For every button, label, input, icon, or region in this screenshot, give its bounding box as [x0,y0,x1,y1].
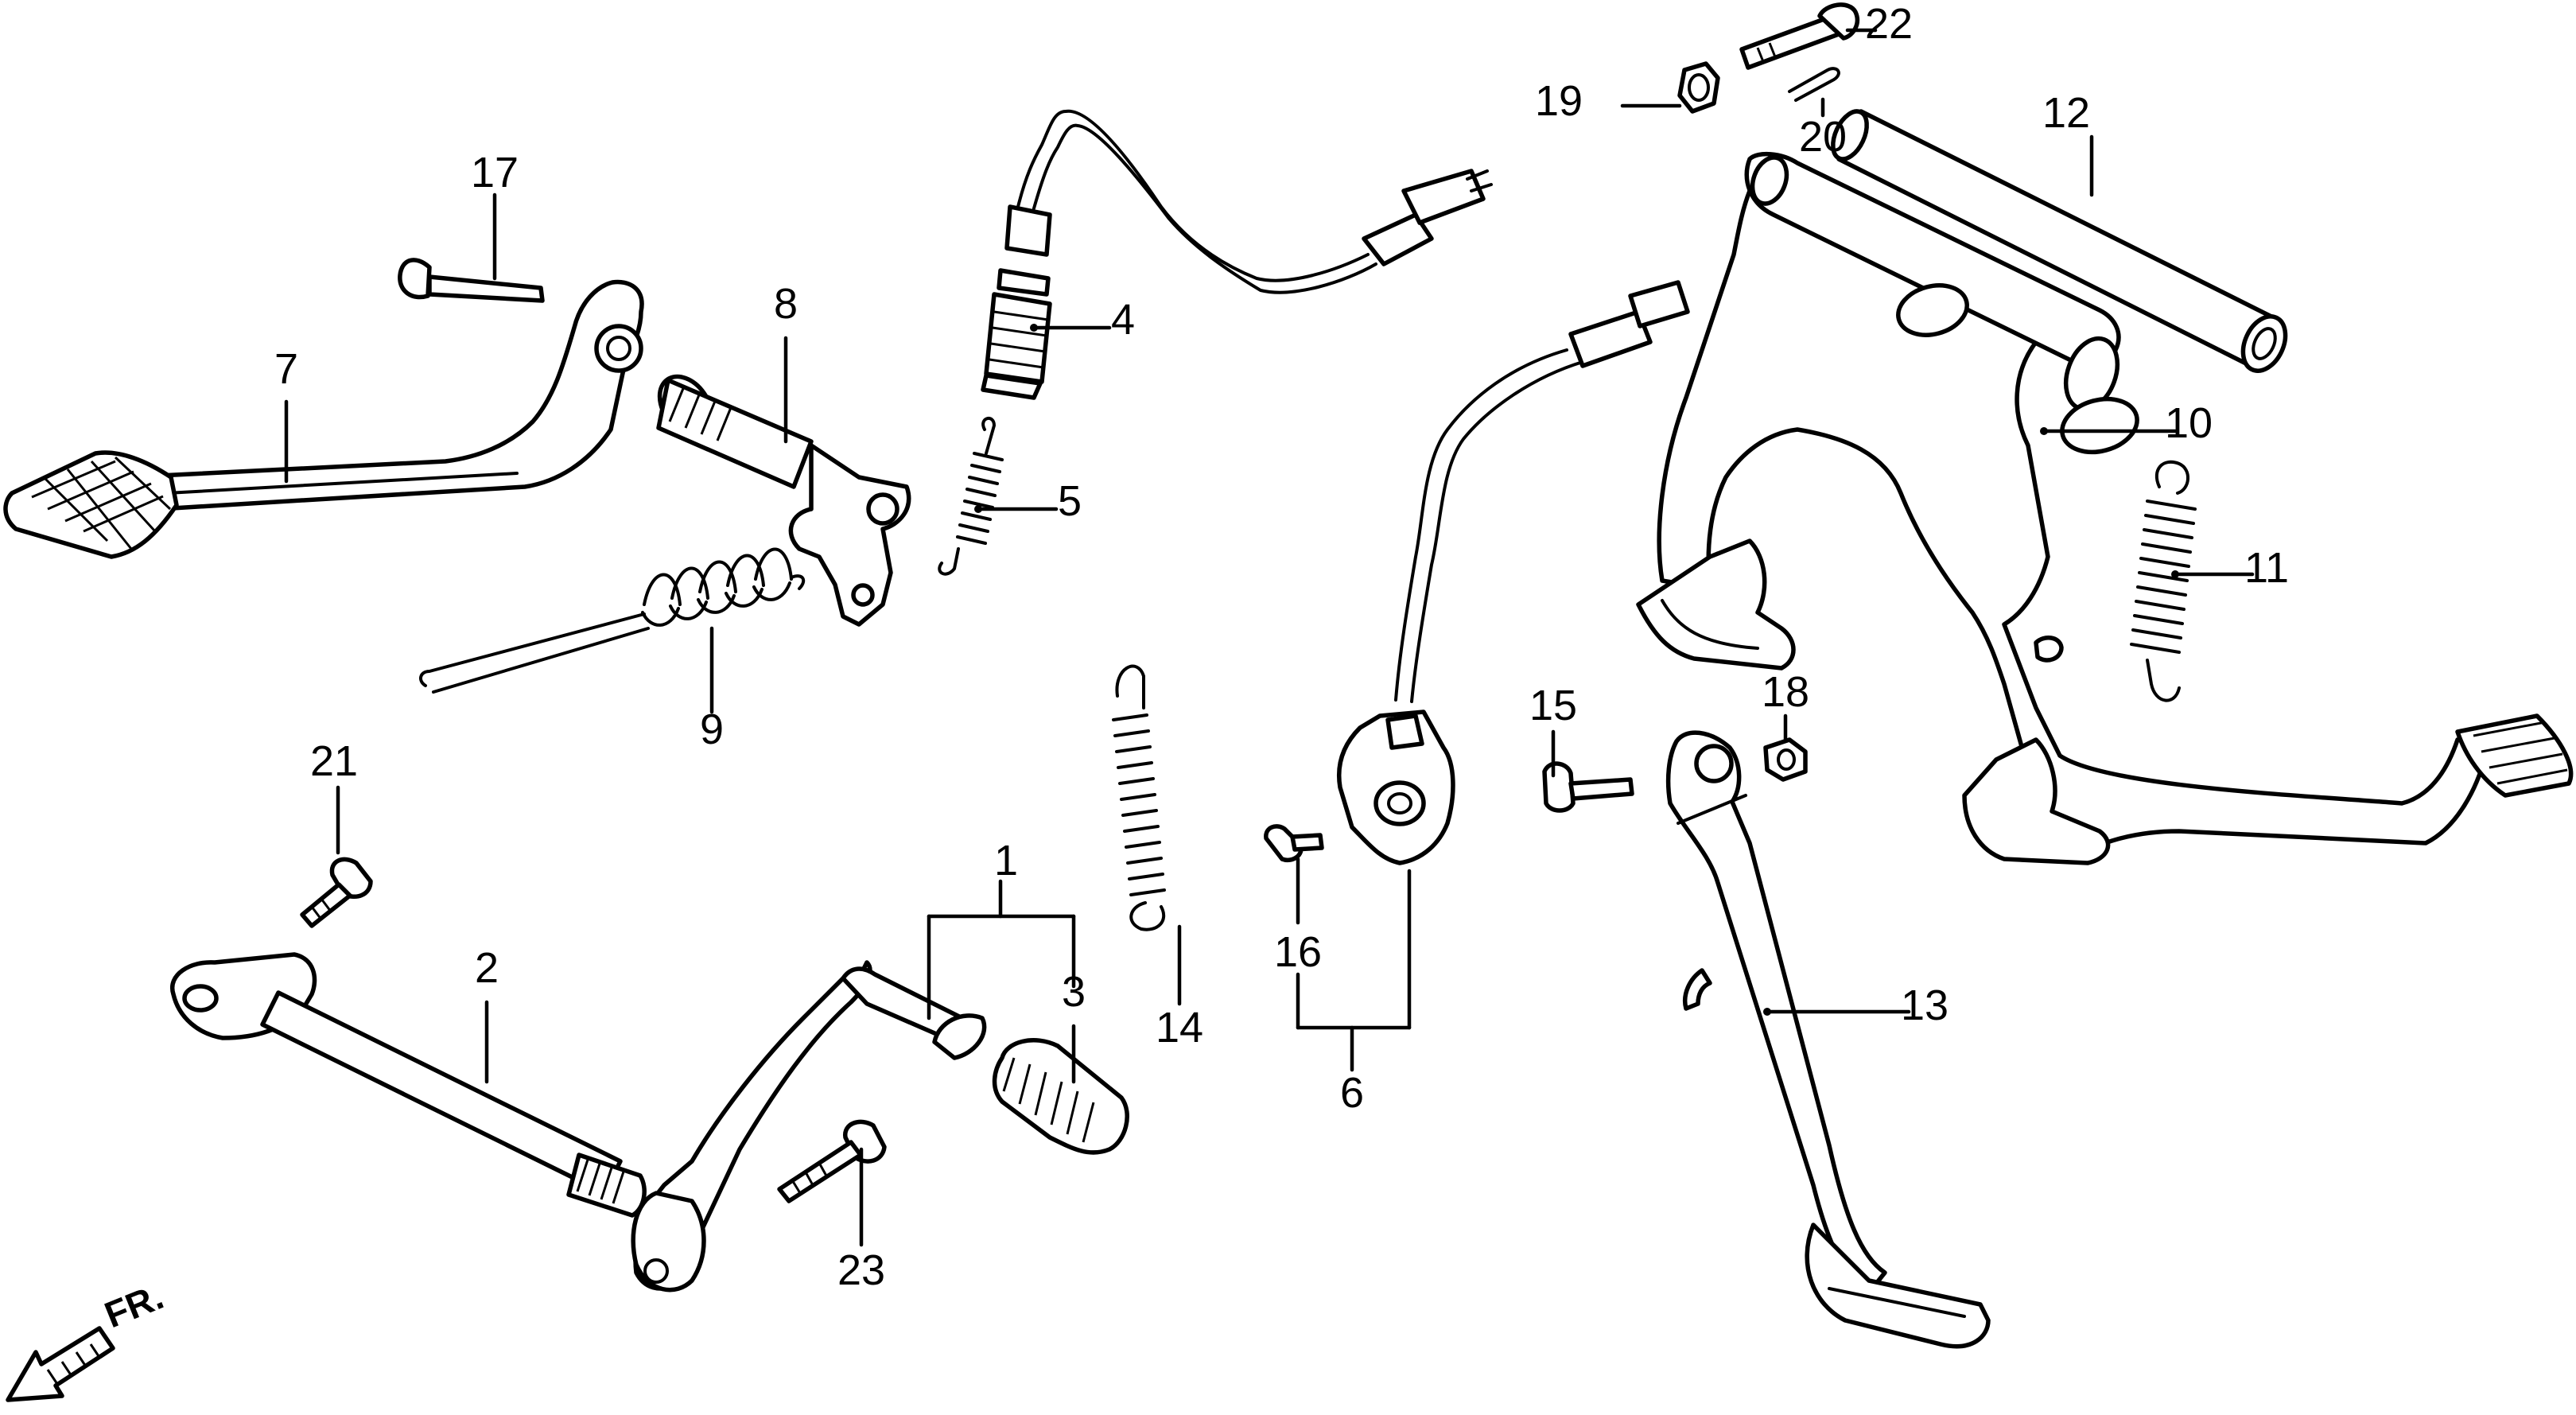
callout-14: 14 [1156,1004,1203,1052]
callout-18: 18 [1762,668,1809,716]
callout-6: 6 [1340,1069,1364,1117]
callout-7: 7 [274,345,298,393]
callout-11: 11 [2244,544,2289,592]
bolt-21 [300,857,373,928]
cotter-pin-20 [1788,67,1840,102]
callout-9: 9 [700,706,724,753]
stop-switch [981,109,1493,400]
callout-8: 8 [774,280,798,328]
callout-1: 1 [994,837,1018,884]
callout-12: 12 [2042,89,2090,137]
callout-2: 2 [475,944,499,992]
bolt-17 [398,258,545,303]
stand-spring [2130,460,2197,702]
leader-dot-10 [2040,427,2048,435]
stand-pipe [1831,109,2288,373]
gearshift-lever [631,960,987,1293]
bolt-16 [1264,824,1324,862]
callout-15: 15 [1529,682,1577,729]
nut-19 [1677,61,1720,114]
callout-21: 21 [310,737,358,785]
bolt-15 [1542,761,1634,813]
leader-lines [284,28,2255,1247]
leader-dot-13 [1763,1008,1771,1016]
nut-18 [1763,737,1808,782]
shift-rubber [992,1038,1129,1155]
callout-17: 17 [471,149,519,196]
callout-10: 10 [2165,399,2213,447]
switch-spring [938,417,1004,576]
bolt-22 [1739,2,1860,70]
leader-dot-11 [2171,570,2179,578]
side-stand [1665,730,1991,1349]
callout-4: 4 [1111,296,1135,344]
front-label: FR. [99,1275,169,1335]
front-arrow-icon [6,1326,115,1402]
callout-22: 22 [1865,0,1913,48]
callout-23: 23 [837,1246,885,1294]
brake-pedal [3,279,644,559]
side-stand-spring [1112,664,1166,931]
callout-16: 16 [1274,928,1322,976]
callout-19: 19 [1535,77,1583,125]
pivot-shaft [656,374,911,627]
bolt-23 [777,1119,887,1203]
leader-dot-4 [1030,324,1038,332]
callout-5: 5 [1058,477,1082,525]
leader-dot-5 [974,505,982,513]
shift-rod [169,952,647,1218]
callout-3: 3 [1062,968,1086,1016]
callout-13: 13 [1901,982,1949,1029]
front-direction-marker: FR. [6,1275,169,1402]
main-stand [1636,151,2574,865]
callout-20: 20 [1799,113,1847,161]
return-spring [419,547,806,694]
stand-sensor [1337,280,1690,865]
